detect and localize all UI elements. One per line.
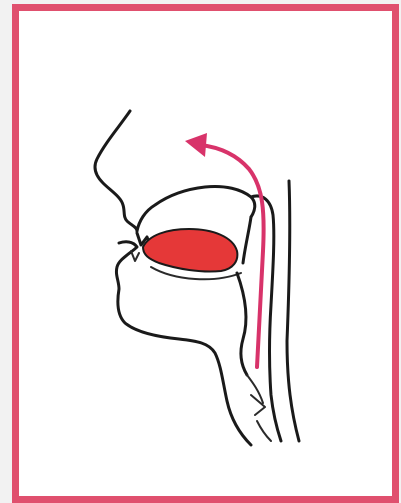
face-profile xyxy=(95,111,137,231)
neck-rear xyxy=(287,181,299,441)
tongue-root xyxy=(237,273,247,375)
vocal-tract-diagram xyxy=(19,11,392,496)
upper-lip-palate xyxy=(137,186,255,231)
lower-teeth xyxy=(131,251,139,261)
airflow-arrowhead xyxy=(185,133,207,157)
soft-palate xyxy=(243,217,251,263)
lower-lip-chin xyxy=(116,242,251,445)
diagram-frame xyxy=(12,4,399,503)
pharynx-back-wall xyxy=(251,196,281,441)
tongue xyxy=(143,229,237,272)
larynx xyxy=(247,375,271,441)
